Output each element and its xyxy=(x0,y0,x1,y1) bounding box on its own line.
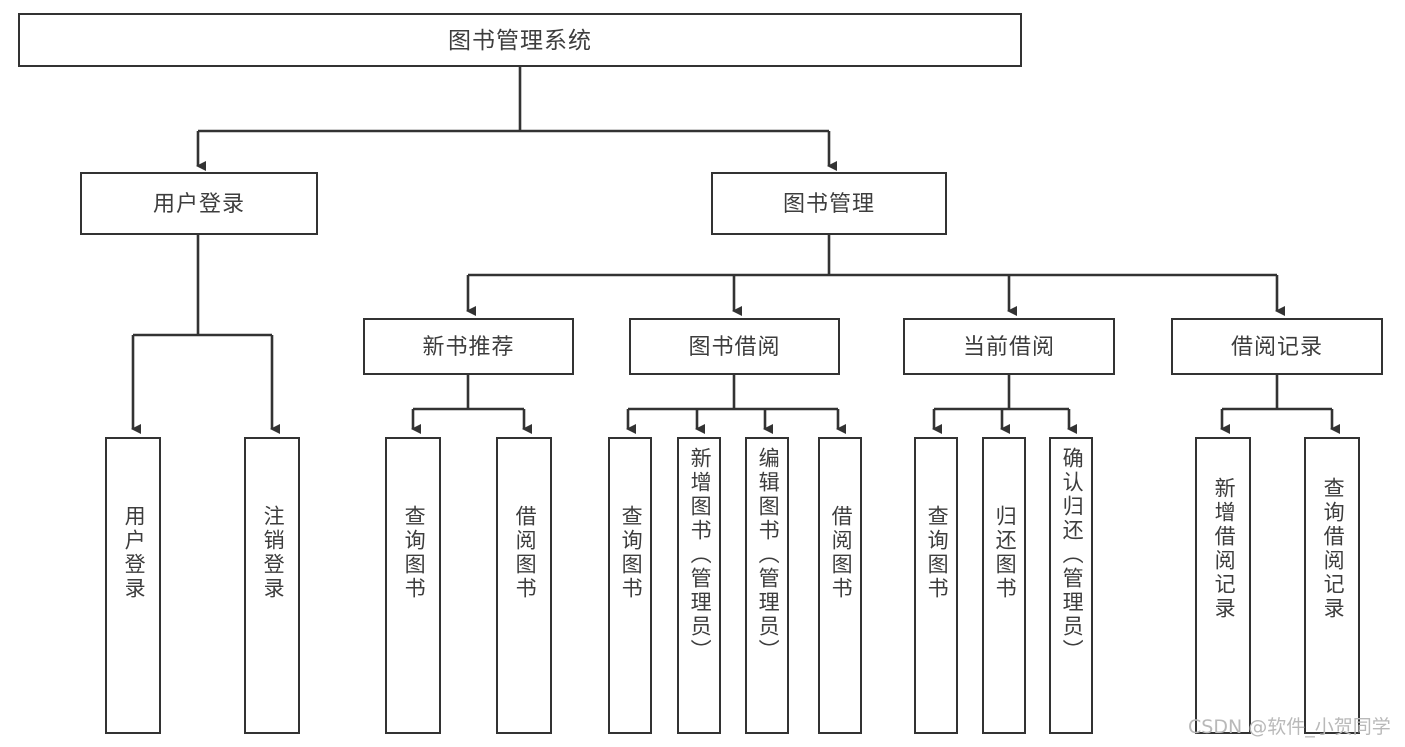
node-book-management-label: 图书管理 xyxy=(782,190,875,216)
node-book-borrow[interactable]: 图书借阅 xyxy=(629,318,840,375)
node-new-book-recommend-label: 新书推荐 xyxy=(422,333,515,359)
leaf-record-query[interactable]: 查询借阅记录 xyxy=(1304,437,1360,734)
node-root-label: 图书管理系统 xyxy=(448,26,592,53)
node-user-login[interactable]: 用户登录 xyxy=(80,172,318,235)
leaf-new-book-borrow-label: 借阅图书 xyxy=(513,505,537,601)
leaf-current-return-book[interactable]: 归还图书 xyxy=(982,437,1026,734)
leaf-record-add-label: 新增借阅记录 xyxy=(1212,477,1236,621)
leaf-borrow-query-book-label: 查询图书 xyxy=(619,505,643,601)
leaf-record-add[interactable]: 新增借阅记录 xyxy=(1195,437,1251,734)
node-borrow-record-label: 借阅记录 xyxy=(1230,333,1323,359)
leaf-borrow-query-book[interactable]: 查询图书 xyxy=(608,437,652,734)
node-current-borrow-label: 当前借阅 xyxy=(962,333,1055,359)
node-borrow-record[interactable]: 借阅记录 xyxy=(1171,318,1383,375)
leaf-current-confirm-return[interactable]: 确认归还（管理员） xyxy=(1049,437,1093,734)
leaf-record-query-label: 查询借阅记录 xyxy=(1321,477,1345,621)
leaf-borrow-borrow-book-label: 借阅图书 xyxy=(829,505,853,601)
leaf-borrow-add-book[interactable]: 新增图书（管理员） xyxy=(677,437,721,734)
leaf-borrow-borrow-book[interactable]: 借阅图书 xyxy=(818,437,862,734)
leaf-borrow-edit-book-label: 编辑图书（管理员） xyxy=(756,447,780,663)
node-book-borrow-label: 图书借阅 xyxy=(688,333,781,359)
leaf-borrow-add-book-label: 新增图书（管理员） xyxy=(688,447,712,663)
leaf-user-login-logout[interactable]: 注销登录 xyxy=(244,437,300,734)
leaf-current-query-book-label: 查询图书 xyxy=(925,505,949,601)
leaf-current-return-book-label: 归还图书 xyxy=(993,505,1017,601)
node-new-book-recommend[interactable]: 新书推荐 xyxy=(363,318,574,375)
node-book-management[interactable]: 图书管理 xyxy=(711,172,947,235)
leaf-user-login-logout-label: 注销登录 xyxy=(261,505,285,601)
leaf-borrow-edit-book[interactable]: 编辑图书（管理员） xyxy=(745,437,789,734)
leaf-new-book-query-label: 查询图书 xyxy=(402,505,426,601)
node-current-borrow[interactable]: 当前借阅 xyxy=(903,318,1115,375)
leaf-new-book-query[interactable]: 查询图书 xyxy=(385,437,441,734)
watermark: CSDN @软件_小贺同学 xyxy=(1188,716,1391,738)
leaf-user-login-login[interactable]: 用户登录 xyxy=(105,437,161,734)
leaf-current-query-book[interactable]: 查询图书 xyxy=(914,437,958,734)
leaf-user-login-login-label: 用户登录 xyxy=(122,505,146,601)
leaf-new-book-borrow[interactable]: 借阅图书 xyxy=(496,437,552,734)
node-user-login-label: 用户登录 xyxy=(152,190,245,216)
node-root[interactable]: 图书管理系统 xyxy=(18,13,1022,67)
leaf-current-confirm-return-label: 确认归还（管理员） xyxy=(1060,447,1084,663)
